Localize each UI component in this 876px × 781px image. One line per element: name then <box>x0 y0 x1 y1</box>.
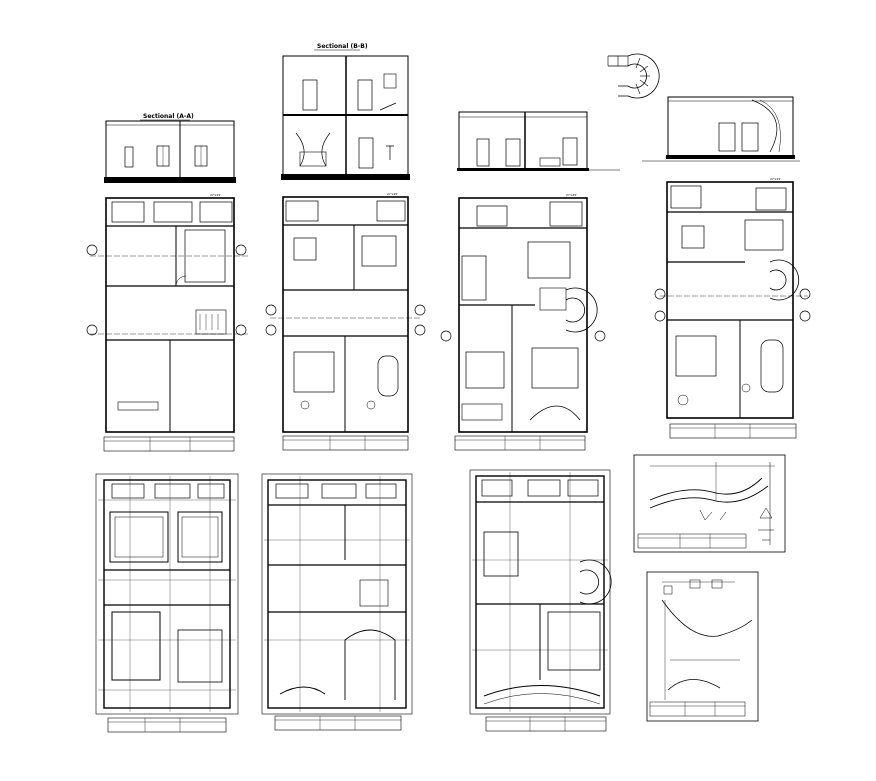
curved-wall-detail-2 <box>646 571 759 722</box>
structural-plan-2 <box>261 473 413 731</box>
section-aa-title: Sectional (A-A) <box>143 113 194 120</box>
structural-plan-3 <box>469 469 612 732</box>
section-bb-title: Sectional (B-B) <box>317 43 368 50</box>
structural-plan-1 <box>95 473 239 733</box>
plan-3-dimension-tag: 27'x45' <box>566 193 577 197</box>
floor-plan-2: 27'x45' <box>265 192 426 451</box>
plan-4-dimension-tag: 27'x45' <box>770 177 781 181</box>
section-four <box>642 96 800 162</box>
floor-plan-1: 27'x45' <box>86 193 250 452</box>
section-three <box>457 111 620 171</box>
section-aa: Sectional (A-A) <box>104 113 236 183</box>
curved-wall-detail-1 <box>633 454 786 553</box>
section-bb: Sectional (B-B) <box>281 43 410 180</box>
floor-plan-4: 27'x45' <box>654 177 811 439</box>
spiral-stair-detail <box>607 53 660 99</box>
plan-1-dimension-tag: 27'x45' <box>210 193 221 197</box>
plan-2-dimension-tag: 27'x45' <box>387 192 398 196</box>
floor-plan-3: 27'x45' <box>440 193 606 451</box>
